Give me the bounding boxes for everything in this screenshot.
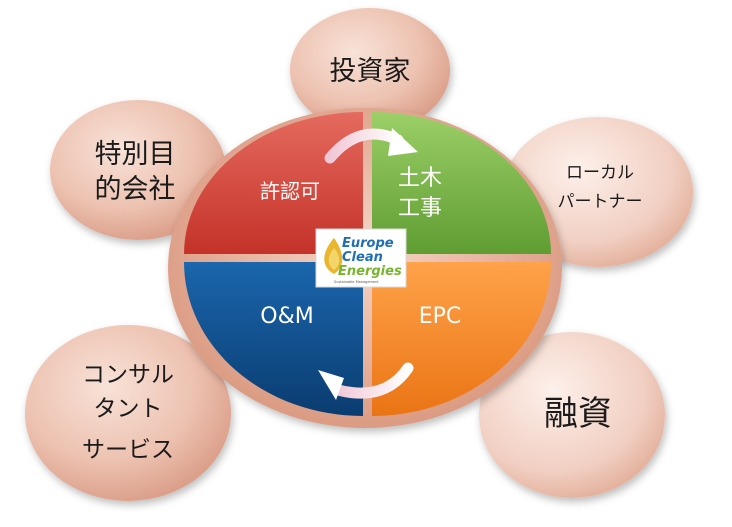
circle-investor xyxy=(290,8,450,132)
civil-label-line2: 工事 xyxy=(398,196,442,221)
quadrant-permits xyxy=(184,112,363,254)
spv-label-line2: 的会社 xyxy=(95,174,176,205)
consulting-label-line2: タント xyxy=(94,396,163,422)
arrow-bottom-icon xyxy=(318,362,414,400)
om-label: O&M xyxy=(260,304,313,329)
spv-label-line1: 特別目 xyxy=(95,139,176,170)
quadrant-om xyxy=(184,262,363,416)
local-partner-label-line2: パートナー xyxy=(558,192,643,212)
quadrant-epc xyxy=(372,262,551,416)
investor-label: 投資家 xyxy=(330,56,411,87)
europe-clean-energies-logo: Europe Clean Energies Sustainable Manage… xyxy=(315,228,407,288)
local-partner-label-line1: ローカル xyxy=(566,163,634,183)
consulting-label-line1: コンサル xyxy=(82,362,174,388)
civil-label-line1: 土木 xyxy=(398,166,442,191)
finance-label: 融資 xyxy=(544,394,612,434)
arrow-top-icon xyxy=(324,128,418,164)
svg-text:Europe: Europe xyxy=(342,236,394,251)
svg-text:Energies: Energies xyxy=(338,264,402,279)
svg-text:Sustainable Management: Sustainable Management xyxy=(334,280,379,284)
epc-label: EPC xyxy=(419,304,462,329)
circle-consulting xyxy=(25,325,231,501)
permits-label: 許認可 xyxy=(260,179,320,203)
quadrant-civil xyxy=(372,112,551,254)
svg-text:Clean: Clean xyxy=(342,250,383,265)
circle-spv xyxy=(50,100,226,240)
circle-finance xyxy=(479,332,665,498)
consulting-label-line3: サービス xyxy=(82,437,174,463)
